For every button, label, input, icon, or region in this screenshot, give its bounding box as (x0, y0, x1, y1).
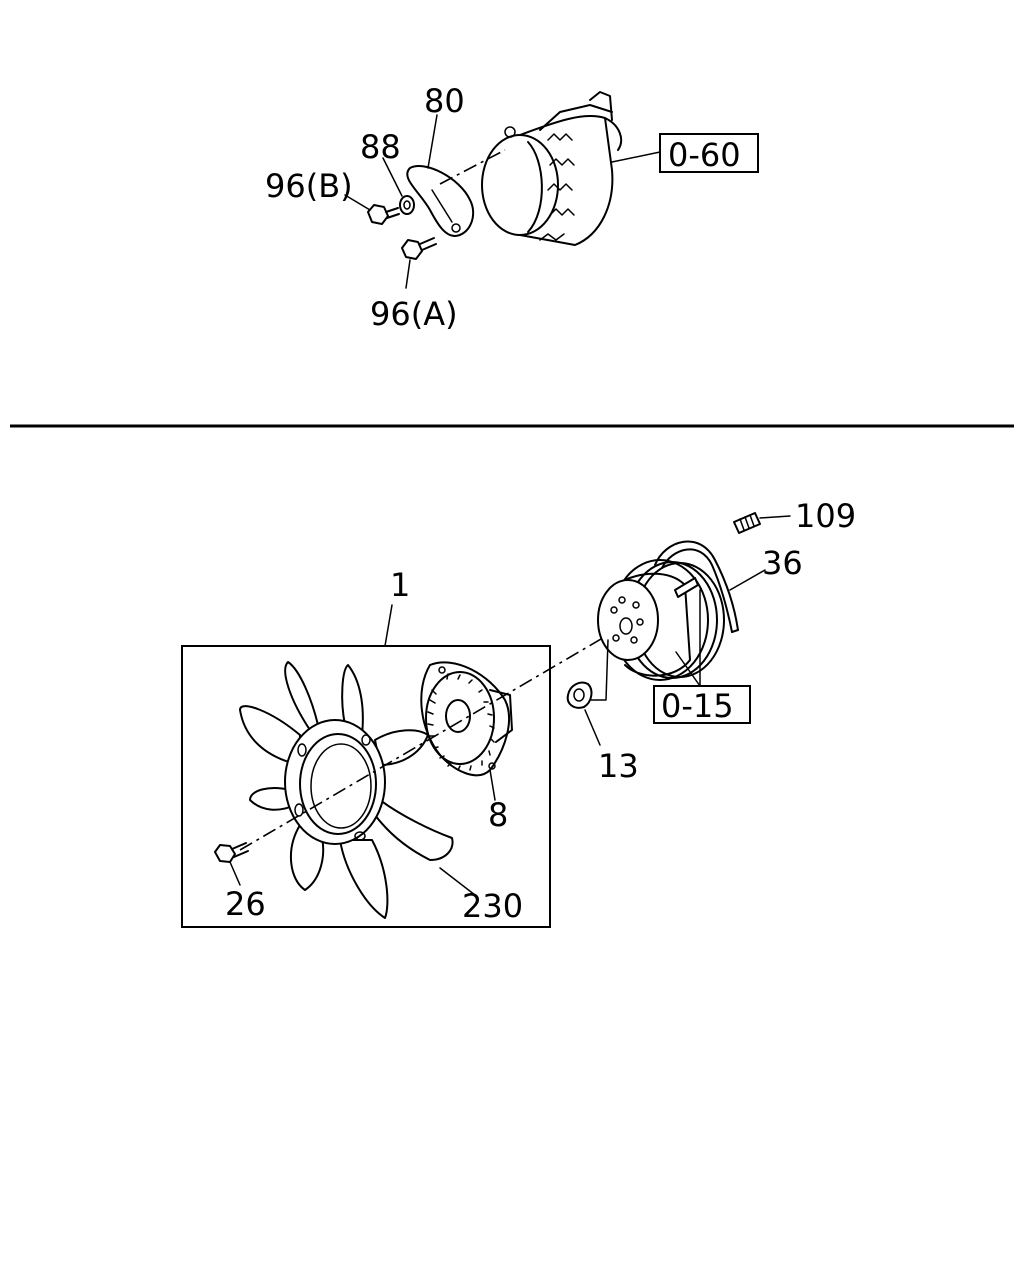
washer-88 (399, 195, 415, 215)
leader-26 (229, 861, 241, 886)
callout-80: 80 (424, 82, 465, 120)
alternator-group: 80 88 96(B) 96(A) 0-60 (265, 82, 759, 333)
reference-box-0-60 (659, 133, 759, 173)
leader-13-to-pulley (589, 639, 609, 701)
leader-80 (427, 114, 438, 169)
leader-36 (729, 569, 766, 591)
callout-96b: 96(B) (265, 167, 353, 205)
leader-13 (584, 709, 601, 746)
leader-109 (759, 515, 791, 519)
leader-96b (344, 194, 371, 211)
callout-109: 109 (795, 497, 856, 535)
leader-230 (439, 867, 476, 896)
fan-pulley-group: 1 (181, 497, 856, 928)
reference-box-0-15 (653, 685, 751, 724)
callout-26: 26 (225, 885, 266, 923)
pulley-stud (674, 577, 699, 598)
axis-line-bottom (239, 624, 626, 851)
fan-clutch-drawing (420, 661, 513, 777)
leader-8 (489, 769, 496, 801)
callout-13: 13 (598, 747, 639, 785)
fan-assembly-box (181, 645, 551, 928)
callout-36: 36 (762, 544, 803, 582)
alternator-drawing (481, 91, 623, 246)
leader-0-60 (611, 151, 661, 163)
stud-109 (733, 512, 761, 534)
nut-13 (566, 681, 593, 709)
adjusting-bracket-80 (406, 165, 475, 237)
belt-36 (654, 540, 739, 633)
leader-1 (384, 604, 393, 647)
callout-8: 8 (488, 796, 508, 834)
reference-label-0-60: 0-60 (668, 136, 741, 174)
reference-label-0-15: 0-15 (661, 687, 734, 725)
fan-blade-drawing (239, 661, 454, 919)
callout-88: 88 (360, 128, 401, 166)
leader-0-15a (675, 651, 701, 687)
bolt-26 (214, 842, 249, 863)
callout-1: 1 (390, 566, 410, 604)
leader-88 (382, 157, 403, 197)
callout-230: 230 (462, 887, 523, 925)
axis-line-top (439, 149, 506, 185)
callout-96a: 96(A) (370, 295, 458, 333)
pulley-drawing (597, 559, 725, 681)
bolt-96a (401, 237, 437, 260)
bolt-96b (367, 204, 400, 225)
leader-96a (405, 259, 411, 289)
